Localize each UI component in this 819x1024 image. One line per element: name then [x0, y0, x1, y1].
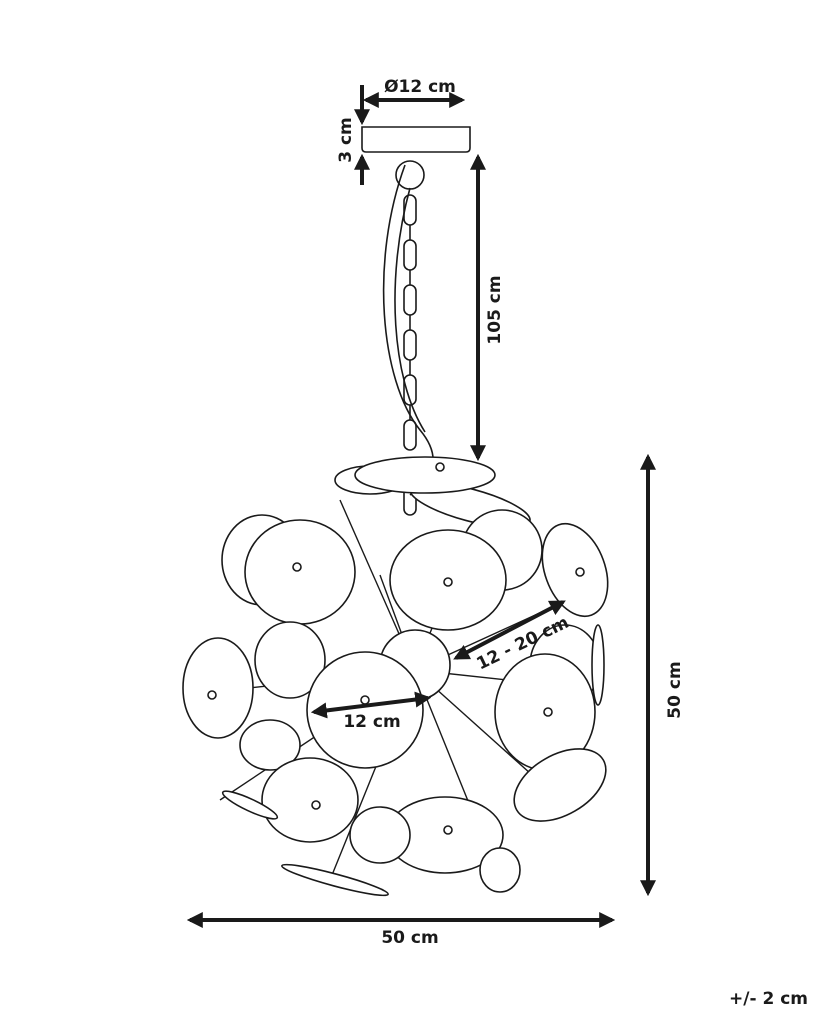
- canopy-diameter-label: Ø12 cm: [384, 77, 456, 97]
- tolerance-label: +/- 2 cm: [729, 989, 808, 1009]
- ceiling-canopy: [361, 126, 471, 190]
- total-width-label: 50 cm: [381, 928, 438, 948]
- total-height-label: 50 cm: [665, 661, 685, 718]
- glass-discs: [182, 456, 609, 897]
- disc-diameter-label: 12 cm: [343, 712, 400, 732]
- dimension-arrows: [186, 85, 656, 928]
- chain-length-label: 105 cm: [485, 275, 505, 344]
- canopy-height-label: 3 cm: [336, 117, 356, 163]
